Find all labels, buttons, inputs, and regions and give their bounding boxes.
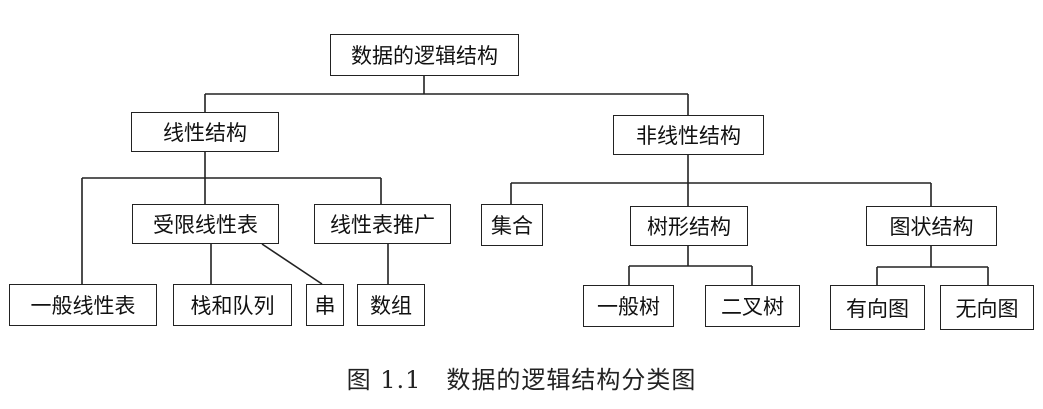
node-directed-graph: 有向图 [830,285,925,330]
node-restricted-linear-list: 受限线性表 [132,204,279,244]
node-binary-tree: 二叉树 [705,285,800,327]
node-string: 串 [306,284,344,326]
node-array: 数组 [357,284,425,326]
node-linear-list-generalization: 线性表推广 [314,204,451,244]
node-graph-structure: 图状结构 [866,206,997,246]
node-undirected-graph: 无向图 [940,285,1034,330]
figure-caption: 图 1.1 数据的逻辑结构分类图 [346,366,697,394]
node-set: 集合 [481,204,543,246]
node-general-linear-list: 一般线性表 [9,284,157,326]
node-logical-structure: 数据的逻辑结构 [330,34,519,76]
node-linear-structure: 线性结构 [131,112,279,152]
node-nonlinear-structure: 非线性结构 [613,115,764,155]
connector [261,243,323,285]
node-stack-and-queue: 栈和队列 [173,284,292,326]
node-tree-structure: 树形结构 [630,206,748,246]
node-general-tree: 一般树 [583,285,674,327]
